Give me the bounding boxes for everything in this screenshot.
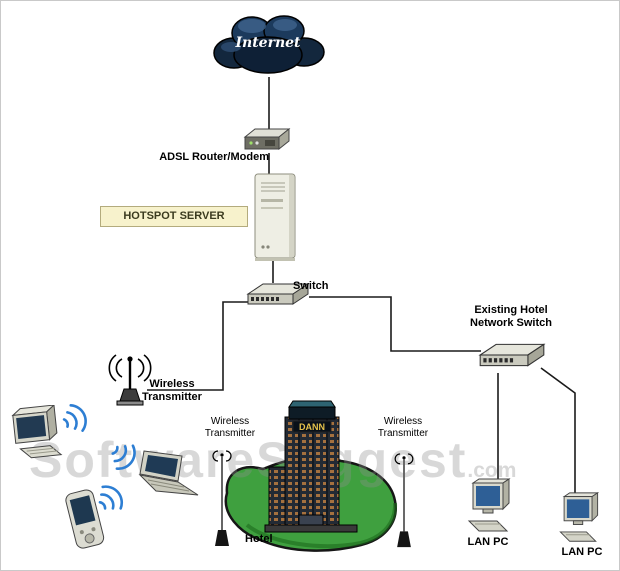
wireless-transmitter-right [393,451,415,551]
hotspot-server-label-box: HOTSPOT SERVER [100,206,248,227]
wireless-desktop-pc [5,404,69,465]
router-icon [243,127,291,151]
wireless-pda [59,487,111,553]
lan-pc-2 [551,491,607,545]
adsl-label: ADSL Router/Modem [159,151,269,163]
hotel-switch-label: Existing Hotel Network Switch [449,304,573,330]
grass-shadow-edge [245,502,398,549]
line-switch-transmitter [147,301,253,391]
pole-antenna-icon [394,453,414,548]
hotel-sign-text: DANN [299,422,325,432]
wt-left-line2: Transmitter [204,428,256,439]
antenna-icon [108,354,152,406]
lan-pc-icon [467,478,511,532]
lan-pc-1 [461,477,517,535]
switch-label: Switch [293,280,329,292]
hotel-network-switch [477,337,547,373]
pole-antenna-icon [212,450,232,546]
wireless-transmitter-right-label: Wireless Transmitter [367,416,439,440]
hotel-switch-label-line2: Network Switch [470,317,552,329]
internet-label: Internet [235,35,301,51]
wireless-laptop [134,447,204,505]
adsl-router [239,125,295,157]
line-hotelswitch-lanpc2 [540,367,576,497]
wireless-transmitter-left [211,448,233,550]
wireless-transmitter-main-label: Wireless Transmitter [131,378,213,404]
laptop-icon [138,450,199,496]
wt-left-line1: Wireless [210,416,250,427]
wt-main-line1: Wireless [149,378,195,390]
wt-right-line2: Transmitter [377,428,429,439]
wifi-signal-icon [96,432,146,484]
connection-lines [147,77,576,497]
lan-pc-icon [559,491,600,542]
wt-right-line1: Wireless [383,416,423,427]
hotel-building: DANN [259,397,363,537]
line-switch-hotelswitch [309,296,481,352]
pda-icon [65,489,105,549]
hotel-label: Hotel [245,533,273,545]
wifi-signal-icon [52,396,98,447]
lan-pc-1-label: LAN PC [467,536,509,548]
wifi-signal-icon [86,476,137,528]
hotel-building-icon: DANN [264,400,358,533]
wt-main-line2: Transmitter [142,391,202,403]
internet-cloud: Internet [204,5,332,81]
wireless-transmitter-main [93,353,167,407]
switch-icon [246,283,310,305]
wireless-transmitter-left-label: Wireless Transmitter [195,416,265,440]
hotel-switch-label-line1: Existing Hotel [474,304,548,316]
hotel-switch-icon [478,343,546,367]
lan-pc-2-label: LAN PC [561,546,603,558]
server-tower-icon [254,173,296,261]
desktop-pc-icon [11,404,63,459]
cloud-icon [213,15,325,74]
hotspot-server [247,171,305,263]
main-switch [245,279,311,309]
